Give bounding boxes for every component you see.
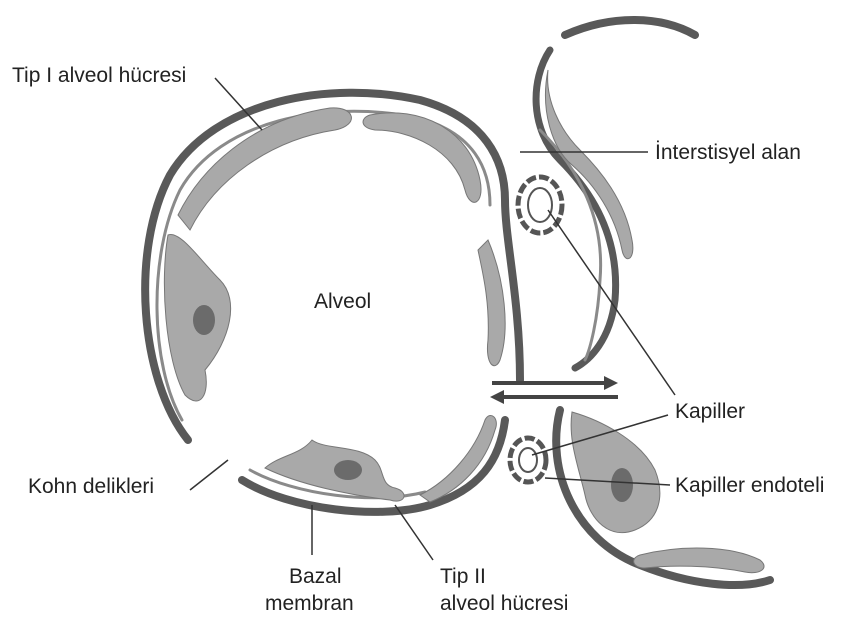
label-alveol: Alveol: [314, 290, 371, 313]
label-tip2-line1: Tip II: [440, 565, 486, 588]
label-bazal-line1: Bazal: [289, 565, 342, 588]
type1-cell-right: [478, 240, 505, 366]
leader-kohn: [190, 460, 228, 490]
label-tip2-line2: alveol hücresi: [440, 592, 568, 615]
adjacent-cell-bottom-right-nucleus: [611, 468, 633, 502]
type1-cell-top-right: [363, 113, 481, 203]
label-bazal-line2: membran: [265, 592, 354, 615]
leader-tip2: [395, 505, 433, 560]
exchange-arrow-left-head: [490, 390, 504, 404]
capillary-lower-inner: [519, 448, 537, 472]
label-endotel: Kapiller endoteli: [675, 474, 824, 497]
label-kapiller: Kapiller: [675, 400, 745, 423]
label-kohn: Kohn delikleri: [28, 475, 154, 498]
adjacent-cell-upper: [545, 70, 632, 259]
label-interstitial: İnterstisyel alan: [655, 141, 801, 164]
label-tip1: Tip I alveol hücresi: [12, 64, 186, 87]
exchange-arrow-right-head: [604, 376, 618, 390]
capillary-upper-inner: [528, 188, 552, 222]
type1-cell-left-nucleus: [193, 305, 215, 335]
type2-cell-nucleus: [334, 460, 362, 480]
adjacent-wall-top: [565, 20, 695, 35]
